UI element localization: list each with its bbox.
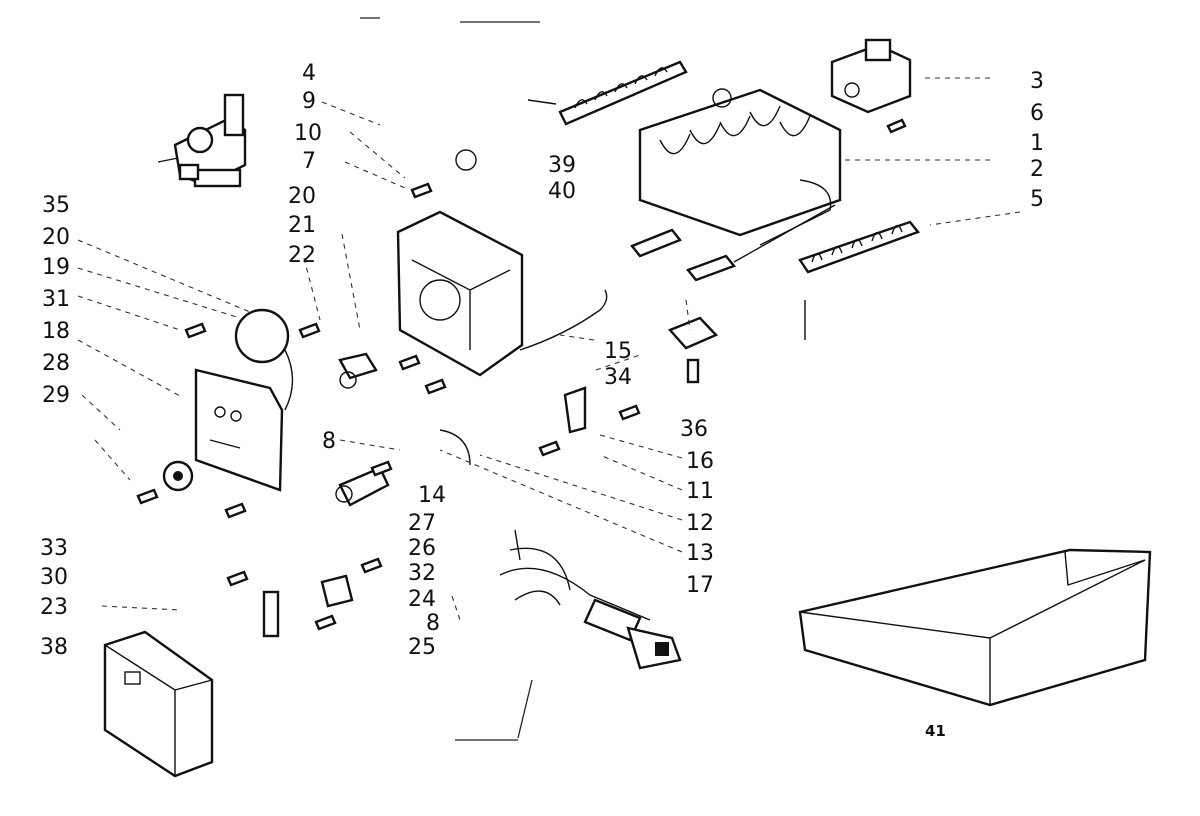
label-35: 35 (42, 193, 70, 218)
label-7: 7 (302, 149, 316, 174)
label-25: 25 (408, 635, 436, 660)
label-33: 33 (40, 536, 68, 561)
label-6: 6 (1030, 101, 1044, 126)
label-14: 14 (418, 483, 446, 508)
label-11: 11 (686, 479, 714, 504)
ejector-blade-part (527, 60, 688, 126)
label-26: 26 (408, 536, 436, 561)
water-valve-part (157, 93, 247, 188)
label-21: 21 (288, 213, 316, 238)
label-13: 13 (686, 541, 714, 566)
label-39: 39 (548, 153, 576, 178)
switch-part (338, 352, 378, 389)
label-23: 23 (40, 595, 68, 620)
control-housing-part (396, 210, 608, 377)
bracket-part (667, 316, 719, 384)
mounting-plate-part (194, 368, 284, 492)
label-15: 15 (604, 339, 632, 364)
label-22: 22 (288, 243, 316, 268)
label-4: 4 (302, 61, 316, 86)
label-8-low: 8 (426, 611, 440, 636)
label-19: 19 (42, 255, 70, 280)
motor-part (830, 38, 912, 114)
thermostat-probe-part (630, 204, 836, 282)
part-labels: 4 9 10 7 20 21 22 3 6 1 2 5 39 40 35 20 … (40, 61, 1044, 740)
ice-mold-part (638, 88, 842, 246)
label-31: 31 (42, 287, 70, 312)
label-24: 24 (408, 587, 436, 612)
label-36: 36 (680, 417, 708, 442)
shutoff-arm-part (798, 220, 920, 340)
lower-switch-part (262, 574, 354, 638)
label-17: 17 (686, 573, 714, 598)
label-9: 9 (302, 89, 316, 114)
label-41: 41 (925, 722, 946, 740)
timing-motor-part (234, 308, 294, 411)
label-16: 16 (686, 449, 714, 474)
gear-part (162, 460, 194, 492)
screws-group (136, 149, 641, 631)
label-32: 32 (408, 561, 436, 586)
leader-lines (77, 77, 1021, 741)
label-30: 30 (40, 565, 68, 590)
screw-part (886, 118, 907, 134)
label-1: 1 (1030, 131, 1044, 156)
label-8-mid: 8 (322, 429, 336, 454)
label-3: 3 (1030, 69, 1044, 94)
label-20-top: 20 (288, 184, 316, 209)
cover-part (103, 630, 214, 778)
label-5: 5 (1030, 187, 1044, 212)
label-20: 20 (42, 225, 70, 250)
label-40: 40 (548, 179, 576, 204)
lever-part (563, 386, 587, 434)
coupler-part (335, 429, 471, 507)
label-28: 28 (42, 351, 70, 376)
label-34: 34 (604, 365, 632, 390)
label-29: 29 (42, 383, 70, 408)
ice-bin-part (798, 548, 1152, 707)
wiring-harness-part (499, 529, 682, 670)
label-10: 10 (294, 121, 322, 146)
label-2: 2 (1030, 157, 1044, 182)
label-18: 18 (42, 319, 70, 344)
label-38: 38 (40, 635, 68, 660)
label-12: 12 (686, 511, 714, 536)
label-27: 27 (408, 511, 436, 536)
